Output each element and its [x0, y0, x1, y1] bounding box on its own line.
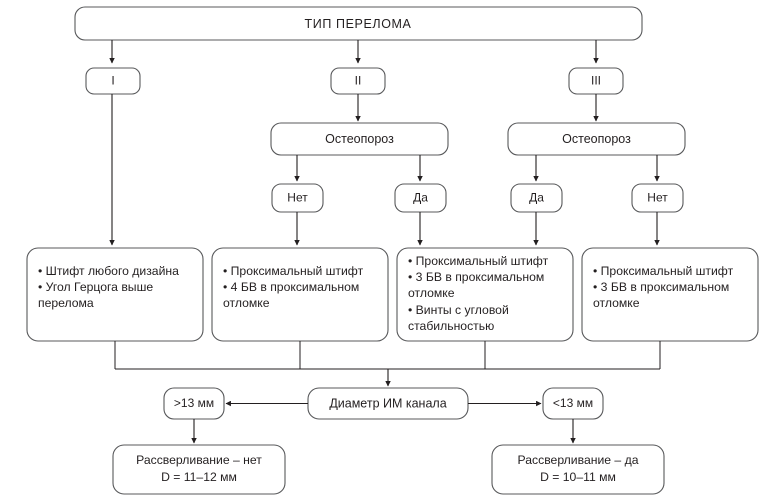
treatment-4-box: [581, 247, 759, 342]
treatment-2-box: [211, 247, 389, 342]
result-left-line-2: D = 11–12 мм: [161, 470, 237, 484]
result-right-line-1: Рассверливание – да: [518, 453, 639, 467]
type-2-label: II: [355, 74, 362, 88]
node-treatment-4[interactable]: • Проксимальный штифт • 3 БВ в проксимал…: [581, 247, 759, 342]
answer-no-left-label: Нет: [287, 191, 308, 205]
treatment-3-line-5: стабильностью: [408, 319, 494, 333]
node-treatment-2[interactable]: • Проксимальный штифт • 4 БВ в проксимал…: [211, 247, 389, 342]
osteoporosis-right-box: [507, 122, 686, 156]
node-greater-13[interactable]: >13 мм: [163, 387, 225, 420]
treatment-3-line-4: • Винты с угловой: [408, 303, 509, 317]
treatment-1-line-3: перелома: [38, 296, 94, 310]
type-3-label: III: [591, 74, 601, 88]
treatment-1-line-1: • Штифт любого дизайна: [38, 264, 179, 278]
treatment-2-line-2: • 4 БВ в проксимальном: [223, 280, 359, 294]
node-type-2[interactable]: II: [330, 67, 386, 95]
treatment-2-line-1: • Проксимальный штифт: [223, 264, 364, 278]
treatment-4-line-3: отломке: [593, 296, 640, 310]
treatment-2-line-3: отломке: [223, 296, 270, 310]
result-left-box: [112, 444, 286, 495]
less-13-label: <13 мм: [553, 396, 593, 410]
result-left-line-1: Рассверливание – нет: [136, 453, 262, 467]
node-canal[interactable]: Диаметр ИМ канала: [307, 387, 469, 420]
type-1-label: I: [111, 74, 114, 88]
node-treatment-1[interactable]: • Штифт любого дизайна • Угол Герцога вы…: [26, 247, 204, 342]
osteoporosis-left-box: [270, 122, 449, 156]
answer-no-right-label: Нет: [647, 191, 668, 205]
greater-13-label: >13 мм: [174, 396, 214, 410]
osteoporosis-left-label: Остеопороз: [325, 132, 394, 146]
node-type-1[interactable]: I: [85, 67, 141, 95]
treatment-3-line-1: • Проксимальный штифт: [408, 254, 549, 268]
root-label: ТИП ПЕРЕЛОМА: [305, 17, 412, 31]
result-right-line-2: D = 10–11 мм: [540, 470, 616, 484]
node-osteoporosis-right[interactable]: Остеопороз: [507, 122, 686, 156]
node-type-3[interactable]: III: [568, 67, 624, 95]
node-result-left[interactable]: Рассверливание – нет D = 11–12 мм: [112, 444, 286, 495]
node-root[interactable]: ТИП ПЕРЕЛОМА: [74, 6, 643, 41]
node-osteoporosis-left[interactable]: Остеопороз: [270, 122, 449, 156]
node-answer-no-left[interactable]: Нет: [271, 183, 324, 213]
treatment-4-line-2: • 3 БВ в проксимальном: [593, 280, 729, 294]
osteoporosis-right-label: Остеопороз: [562, 132, 631, 146]
type-1-box: [85, 67, 141, 95]
canal-label: Диаметр ИМ канала: [329, 396, 446, 410]
node-less-13[interactable]: <13 мм: [542, 387, 604, 420]
node-result-right[interactable]: Рассверливание – да D = 10–11 мм: [491, 444, 665, 495]
treatment-1-line-2: • Угол Герцога выше: [38, 280, 153, 294]
treatment-3-line-2: • 3 БВ в проксимальном: [408, 270, 544, 284]
treatment-1-box: [26, 247, 204, 342]
treatment-3-line-3: отломке: [408, 286, 455, 300]
answer-yes-left-label: Да: [413, 191, 428, 205]
node-answer-yes-right[interactable]: Да: [510, 183, 563, 213]
result-right-box: [491, 444, 665, 495]
answer-yes-right-label: Да: [529, 191, 544, 205]
node-answer-no-right[interactable]: Нет: [631, 183, 684, 213]
node-answer-yes-left[interactable]: Да: [394, 183, 447, 213]
node-treatment-3[interactable]: • Проксимальный штифт • 3 БВ в проксимал…: [396, 247, 574, 342]
treatment-4-line-1: • Проксимальный штифт: [593, 264, 734, 278]
